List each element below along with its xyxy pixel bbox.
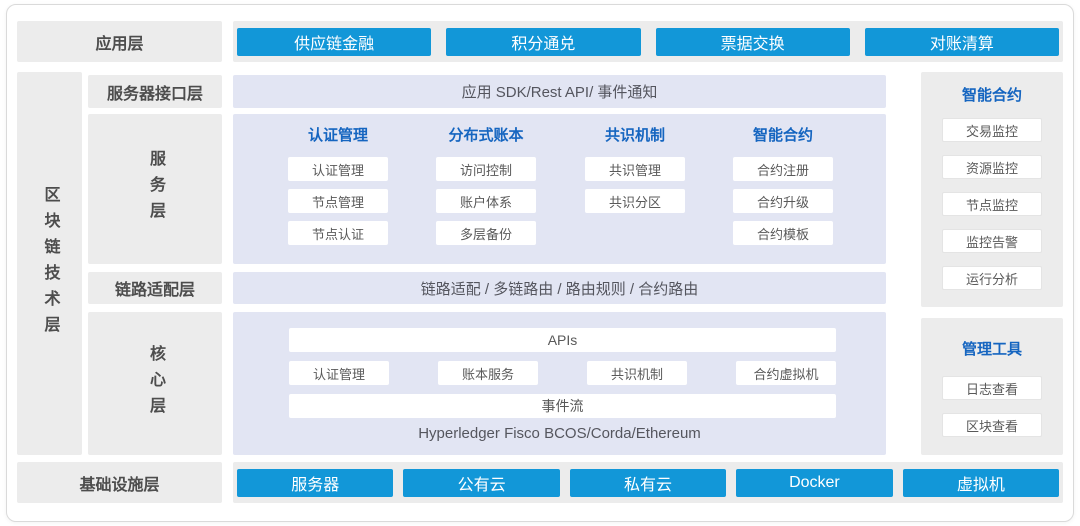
event-stream-bar: 事件流 xyxy=(289,394,836,418)
panel-item-log-viewer: 日志查看 xyxy=(942,376,1042,400)
service-layer-panel: 认证管理 认证管理 节点管理 节点认证 分布式账本 访问控制 账户体系 多层备份… xyxy=(233,114,886,264)
service-item: 认证管理 xyxy=(288,157,388,181)
service-item: 访问控制 xyxy=(436,157,536,181)
service-column-auth-heading: 认证管理 xyxy=(307,127,368,144)
core-module-row: 认证管理 账本服务 共识机制 合约虚拟机 xyxy=(289,361,836,385)
service-item: 共识分区 xyxy=(585,189,685,213)
service-layer-text: 服务层 xyxy=(147,150,164,228)
app-layer-button-strip: 供应链金融 积分通兑 票据交换 对账清算 xyxy=(233,21,1063,62)
apis-bar: APIs xyxy=(289,328,836,352)
app-button-points-exchange: 积分通兑 xyxy=(446,27,641,56)
app-button-reconciliation-clearing: 对账清算 xyxy=(864,27,1059,56)
panel-item-resource-monitor: 资源监控 xyxy=(942,155,1042,179)
blockchain-tech-layer-label: 区块链技术层 xyxy=(17,72,82,455)
service-item: 合约模板 xyxy=(733,221,833,245)
panel-item-node-monitor: 节点监控 xyxy=(942,192,1042,216)
service-item: 合约升级 xyxy=(733,189,833,213)
service-column-ledger-heading: 分布式账本 xyxy=(448,127,524,144)
infra-button-docker: Docker xyxy=(736,468,893,497)
panel-item-alerting: 监控告警 xyxy=(942,229,1042,253)
infra-button-private-cloud: 私有云 xyxy=(569,468,727,497)
service-column-consensus: 共识机制 共识管理 共识分区 xyxy=(585,114,685,221)
management-tools-panel: 管理工具 日志查看 区块查看 xyxy=(921,318,1063,455)
app-layer-label: 应用层 xyxy=(17,21,222,62)
infra-button-server: 服务器 xyxy=(237,468,394,497)
core-module-auth: 认证管理 xyxy=(289,361,389,385)
infrastructure-button-strip: 服务器 公有云 私有云 Docker 虚拟机 xyxy=(233,462,1063,503)
blockchain-tech-layer-text: 区块链技术层 xyxy=(41,185,59,342)
service-item: 节点管理 xyxy=(288,189,388,213)
infra-button-vm: 虚拟机 xyxy=(902,468,1060,497)
monitoring-panel-heading: 智能合约 xyxy=(961,87,1022,104)
service-layer-label: 服务层 xyxy=(88,114,222,264)
infra-button-public-cloud: 公有云 xyxy=(403,468,560,497)
core-layer-label: 核心层 xyxy=(88,312,222,455)
platforms-text: Hyperledger Fisco BCOS/Corda/Ethereum xyxy=(418,425,701,442)
app-button-supply-chain-finance: 供应链金融 xyxy=(237,27,432,56)
server-interface-layer-label: 服务器接口层 xyxy=(88,75,222,108)
server-interface-layer-content: 应用 SDK/Rest API/ 事件通知 xyxy=(233,75,886,108)
service-column-auth: 认证管理 认证管理 节点管理 节点认证 xyxy=(288,114,388,253)
core-module-contract-vm: 合约虚拟机 xyxy=(736,361,836,385)
panel-item-transaction-monitor: 交易监控 xyxy=(942,118,1042,142)
panel-item-block-viewer: 区块查看 xyxy=(942,413,1042,437)
infrastructure-layer-label: 基础设施层 xyxy=(17,462,222,503)
management-tools-heading: 管理工具 xyxy=(961,341,1022,358)
service-item: 节点认证 xyxy=(288,221,388,245)
core-layer-panel: APIs 认证管理 账本服务 共识机制 合约虚拟机 事件流 Hyperledge… xyxy=(233,312,886,455)
service-item: 合约注册 xyxy=(733,157,833,181)
link-adapter-layer-content: 链路适配 / 多链路由 / 路由规则 / 合约路由 xyxy=(233,272,886,304)
service-item: 共识管理 xyxy=(585,157,685,181)
core-module-consensus: 共识机制 xyxy=(587,361,687,385)
service-column-contract-heading: 智能合约 xyxy=(752,127,813,144)
service-column-distributed-ledger: 分布式账本 访问控制 账户体系 多层备份 xyxy=(436,114,536,253)
panel-item-operation-analysis: 运行分析 xyxy=(942,266,1042,290)
service-item: 账户体系 xyxy=(436,189,536,213)
service-column-consensus-heading: 共识机制 xyxy=(604,127,665,144)
service-item: 多层备份 xyxy=(436,221,536,245)
core-layer-text: 核心层 xyxy=(147,344,164,423)
service-column-smart-contract: 智能合约 合约注册 合约升级 合约模板 xyxy=(733,114,833,253)
core-module-ledger-service: 账本服务 xyxy=(438,361,538,385)
app-button-bill-exchange: 票据交换 xyxy=(655,27,850,56)
link-adapter-layer-label: 链路适配层 xyxy=(88,272,222,304)
monitoring-panel: 智能合约 交易监控 资源监控 节点监控 监控告警 运行分析 xyxy=(921,72,1063,307)
